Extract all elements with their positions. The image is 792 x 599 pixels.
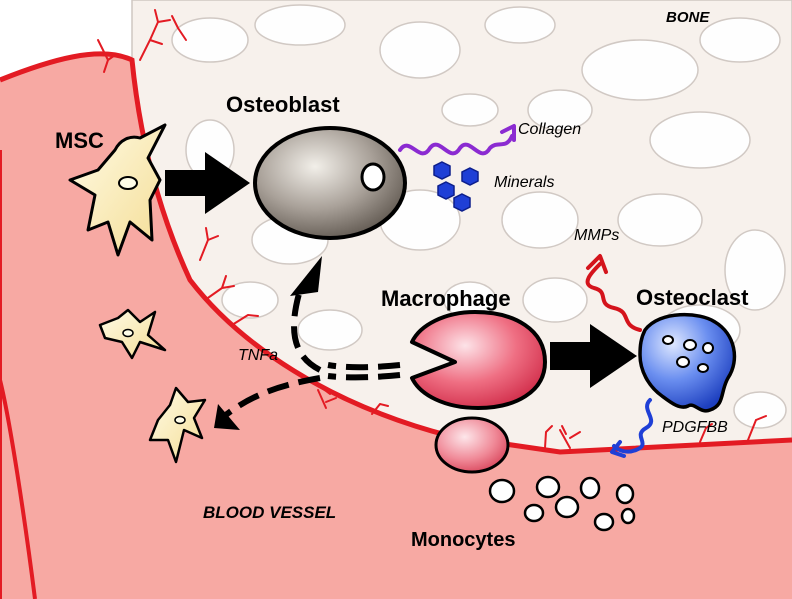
label-blood-vessel: BLOOD VESSEL	[203, 503, 336, 522]
osteoblast-cell	[253, 126, 407, 240]
monocytes-group	[488, 475, 636, 532]
monocyte-large	[434, 416, 510, 474]
tnfa-arrowheads	[214, 256, 322, 430]
minerals-hexagons	[433, 161, 479, 212]
capillaries	[97, 9, 767, 449]
osteoclast-cell	[638, 312, 737, 413]
label-pdgfbb: PDGFBB	[662, 419, 728, 436]
label-mmps: MMPs	[574, 227, 619, 244]
blood-vessel	[0, 51, 792, 599]
label-tnfa: TNFa	[238, 347, 278, 364]
label-monocytes: Monocytes	[411, 529, 515, 551]
differentiation-arrow-osteoclast	[550, 324, 637, 388]
circulating-msc	[98, 308, 207, 464]
macrophage-cell	[410, 310, 547, 410]
label-bone: BONE	[666, 9, 710, 26]
label-osteoclast: Osteoclast	[636, 285, 749, 310]
pdgfbb-signal	[610, 398, 654, 458]
label-collagen: Collagen	[518, 121, 581, 138]
labels: BONE MSC Osteoblast Collagen Minerals MM…	[55, 9, 749, 551]
label-macrophage: Macrophage	[381, 286, 511, 311]
tnfa-dashed-arrows	[220, 289, 401, 421]
collagen-fiber	[398, 124, 516, 156]
label-osteoblast: Osteoblast	[226, 92, 340, 117]
osteoblast-nucleus	[360, 162, 386, 192]
label-msc: MSC	[55, 128, 104, 153]
mmps-signal	[585, 254, 642, 332]
label-minerals: Minerals	[494, 174, 554, 191]
msc-cell	[68, 123, 167, 257]
differentiation-arrow	[165, 152, 250, 214]
